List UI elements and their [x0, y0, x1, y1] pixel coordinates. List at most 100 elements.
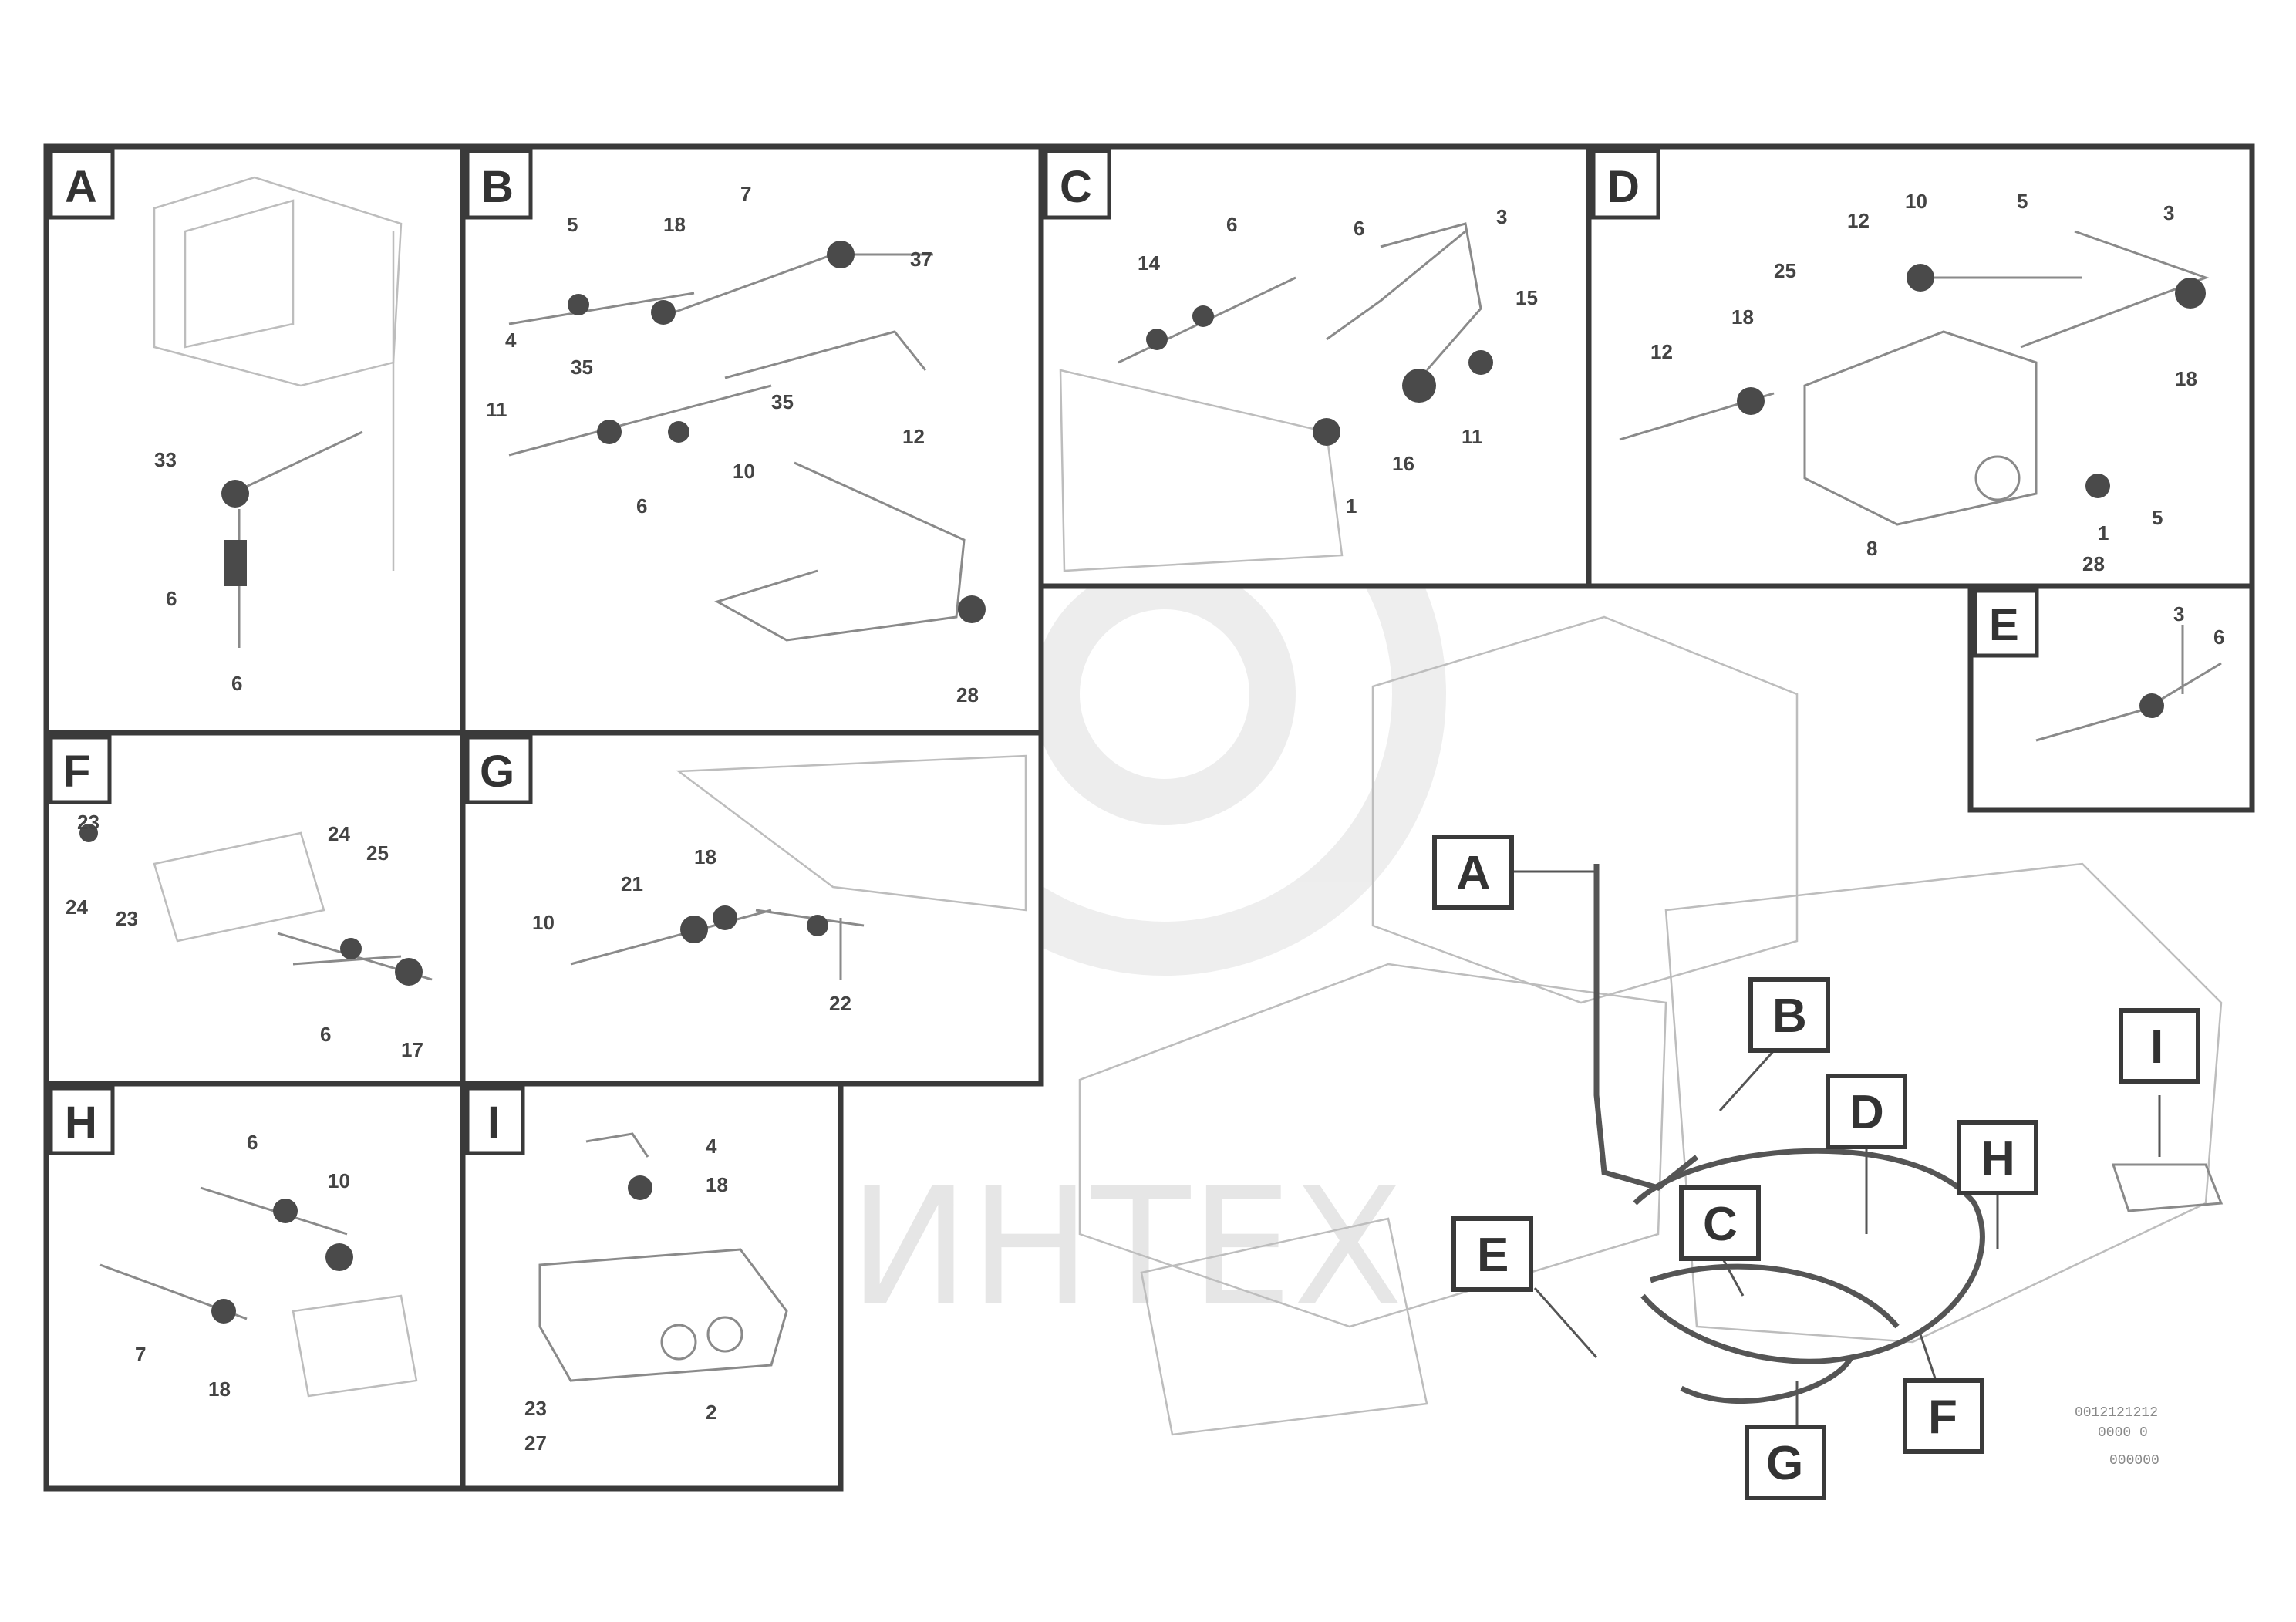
panel-c-label: C [1060, 162, 1092, 212]
callout-g-2: 21 [621, 872, 643, 895]
overview-callout-i: I [2150, 1020, 2163, 1074]
overview-callout-a-box [1432, 835, 1514, 910]
callout-d-7: 12 [1650, 340, 1673, 363]
callout-i-4: 27 [524, 1431, 547, 1455]
panel-h-label: H [65, 1098, 97, 1148]
callout-c-4: 3 [1496, 205, 1507, 228]
callout-h-4: 18 [208, 1378, 231, 1401]
callout-g-4: 22 [829, 992, 851, 1015]
overview-callout-f: F [1928, 1391, 1957, 1444]
callout-b-2: 18 [663, 213, 686, 236]
callout-d-1: 12 [1847, 209, 1870, 232]
callout-g-3: 10 [532, 911, 555, 934]
overview-callout-g-box [1745, 1425, 1826, 1500]
callout-i-5: 2 [706, 1401, 716, 1424]
callout-b-1: 5 [567, 213, 578, 236]
callout-b-10: 6 [636, 494, 647, 518]
panel-f-label: F [63, 747, 90, 797]
panel-b: B 5 18 7 37 4 35 35 11 10 6 12 28 [460, 143, 1044, 736]
callout-d-9: 8 [1866, 537, 1877, 560]
callout-d-5: 25 [1774, 259, 1796, 282]
callout-b-5: 4 [505, 329, 517, 352]
callout-c-3: 6 [1354, 217, 1364, 240]
callout-b-4: 37 [910, 248, 932, 271]
callout-c-1: 14 [1138, 251, 1160, 275]
callout-b-8: 11 [486, 398, 507, 421]
callout-i-3: 23 [524, 1397, 547, 1420]
callout-d-12: 5 [2152, 506, 2163, 529]
drawing-reference: 0012121212 0000 0 000000 [2075, 1405, 2159, 1469]
callout-f-2: 24 [66, 895, 88, 919]
callout-d-6: 18 [1731, 305, 1754, 329]
callout-a-1: 33 [154, 448, 177, 471]
callout-c-6: 11 [1462, 425, 1483, 448]
callout-b-6: 35 [571, 356, 593, 379]
overview-callout-c-box [1679, 1185, 1761, 1261]
callout-c-8: 1 [1346, 494, 1357, 518]
overview-callout-f-box [1903, 1378, 1984, 1454]
panel-g: G 18 21 10 22 [460, 730, 1044, 1087]
callout-d-8: 18 [2175, 367, 2197, 390]
callout-h-2: 10 [328, 1169, 350, 1192]
machine-overview [1078, 615, 2224, 1436]
callout-d-3: 5 [2017, 190, 2028, 213]
callout-c-5: 15 [1515, 286, 1538, 309]
overview-callout-d: D [1849, 1086, 1884, 1139]
overview-callout-b-box [1748, 977, 1830, 1053]
callout-a-2: 6 [166, 587, 177, 610]
overview-callout-d-box [1826, 1074, 1907, 1149]
overview-callout-e-box [1451, 1216, 1533, 1292]
callout-b-11: 12 [902, 425, 925, 448]
callout-a-3: 6 [231, 672, 242, 695]
callout-d-11: 28 [2082, 552, 2105, 575]
callout-c-2: 6 [1226, 213, 1237, 236]
callout-f-3: 23 [116, 907, 138, 930]
callout-b-3: 7 [740, 182, 751, 205]
callout-h-1: 6 [247, 1131, 258, 1154]
panel-a-label: A [65, 162, 97, 212]
reference-line-3: 000000 [2109, 1453, 2159, 1469]
reference-line-2: 0000 0 [2098, 1425, 2148, 1441]
callout-f-6: 6 [320, 1023, 331, 1046]
panel-h: H 6 10 7 18 [43, 1081, 466, 1492]
panel-c: C 14 6 6 3 15 11 16 1 [1038, 143, 1592, 589]
overview-callout-g: G [1766, 1437, 1803, 1490]
callout-b-9: 10 [733, 460, 755, 483]
overview-callout-c: C [1703, 1198, 1738, 1251]
overview-callout-b: B [1772, 990, 1807, 1043]
callout-d-10: 1 [2098, 521, 2109, 545]
callout-f-7: 17 [401, 1038, 423, 1061]
callout-f-4: 24 [328, 822, 350, 845]
overview-callouts: A B C D E F G H I [1432, 835, 2200, 1500]
panel-d-label: D [1607, 162, 1640, 212]
overview-callout-a: A [1456, 847, 1491, 900]
panel-f: F 23 24 23 24 25 6 17 [43, 730, 466, 1087]
panel-d: D 12 10 5 3 25 18 12 18 8 1 28 5 [1586, 143, 2255, 589]
overview-callout-i-box [2119, 1008, 2200, 1084]
callout-e-1: 3 [2173, 602, 2184, 626]
overview-callout-e: E [1477, 1229, 1509, 1282]
callout-i-1: 4 [706, 1135, 717, 1158]
panel-i-label: I [487, 1098, 500, 1148]
overview-callout-h: H [1981, 1132, 2015, 1185]
reference-line-1: 0012121212 [2075, 1405, 2158, 1421]
callout-g-1: 18 [694, 845, 716, 868]
callout-b-7: 35 [771, 390, 794, 413]
callout-b-12: 28 [956, 683, 979, 706]
panel-b-label: B [481, 162, 514, 212]
callout-f-5: 25 [366, 841, 389, 865]
callout-f-1: 23 [77, 811, 99, 834]
callout-c-7: 16 [1392, 452, 1414, 475]
callout-d-4: 3 [2163, 201, 2174, 224]
callout-h-3: 7 [135, 1343, 146, 1366]
panel-i: I 4 18 23 27 2 [460, 1081, 844, 1492]
callout-i-2: 18 [706, 1173, 728, 1196]
panel-g-label: G [480, 747, 514, 797]
panel-e: E 3 6 [1967, 583, 2255, 813]
panel-a: A 33 6 6 [43, 143, 466, 736]
panel-e-label: E [1989, 600, 2019, 650]
overview-callout-h-box [1957, 1120, 2038, 1195]
watermark-text: ИНТЕХ [848, 1153, 1404, 1342]
callout-d-2: 10 [1905, 190, 1927, 213]
